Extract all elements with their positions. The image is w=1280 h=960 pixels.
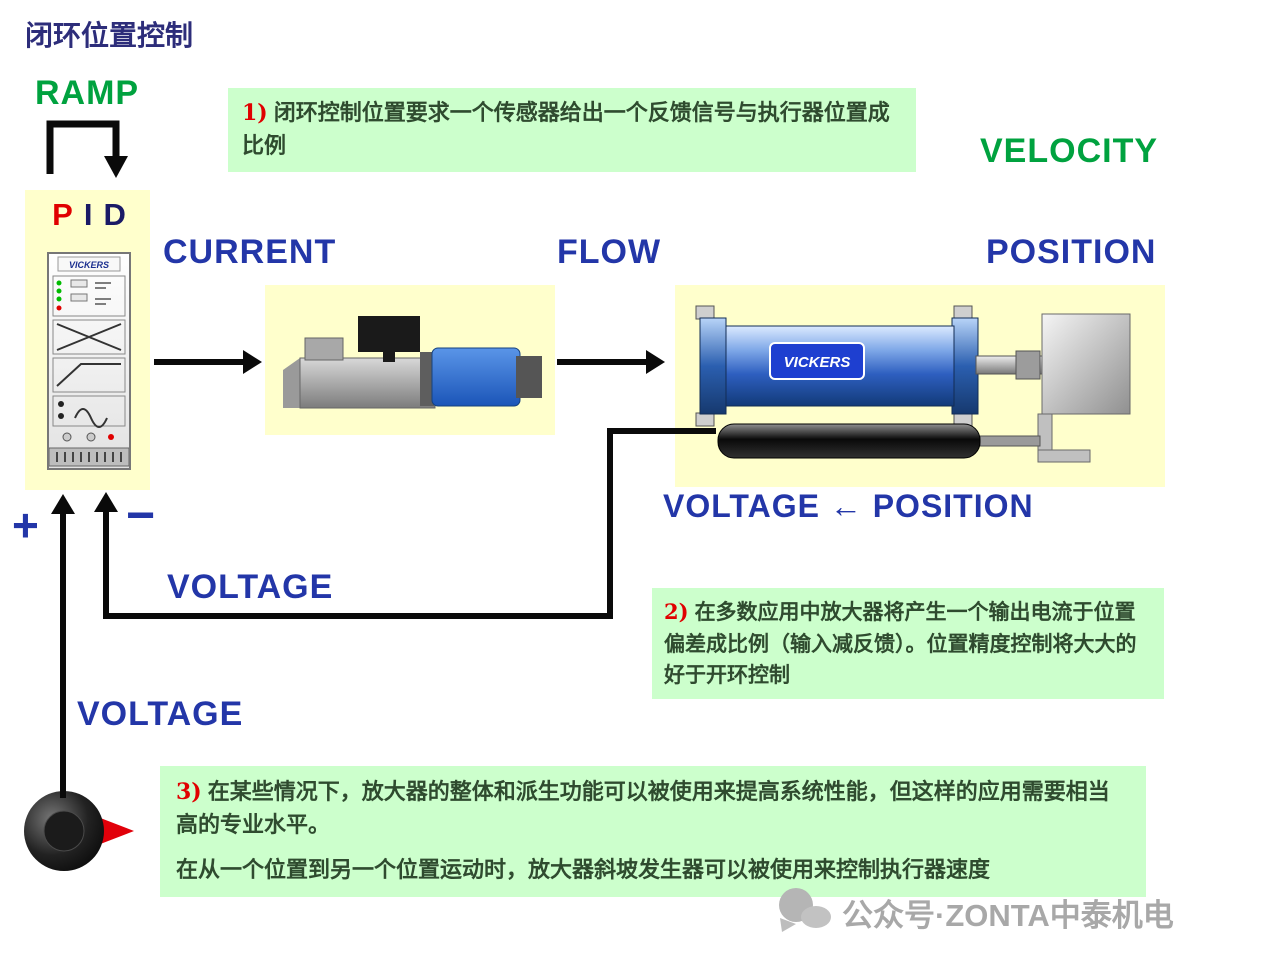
note-3-number: 3) bbox=[176, 779, 202, 805]
pid-letter-d: D bbox=[103, 197, 128, 232]
connector-strip-icon bbox=[48, 447, 130, 467]
valve-box bbox=[265, 285, 555, 435]
current-arrow bbox=[154, 350, 262, 374]
watermark-logo bbox=[779, 888, 831, 932]
ramp-label: RAMP bbox=[35, 74, 140, 112]
amplifier-brand: VICKERS bbox=[69, 260, 109, 270]
velocity-label: VELOCITY bbox=[980, 132, 1159, 170]
amplifier-brand-plate bbox=[57, 256, 121, 272]
plus-sign: + bbox=[12, 499, 40, 551]
flow-arrow bbox=[557, 350, 665, 374]
note-2: 2)在多数应用中放大器将产生一个输出电流于位置偏差成比例（输入减反馈）。位置精度… bbox=[652, 588, 1164, 699]
position-label: POSITION bbox=[986, 233, 1157, 271]
ramp-arrow-icon bbox=[46, 120, 128, 178]
note-2-number: 2) bbox=[664, 599, 689, 624]
note-3-text: 在某些情况下，放大器的整体和派生功能可以被使用来提高系统性能，但这样的应用需要相… bbox=[176, 779, 1110, 838]
voltage-feedback-label: VOLTAGE bbox=[167, 568, 334, 606]
ramp-curve-icon bbox=[52, 357, 126, 393]
pid-letter-i: I bbox=[83, 197, 95, 232]
amplifier-panel: VICKERS bbox=[47, 252, 131, 470]
page-title: 闭环位置控制 bbox=[25, 20, 194, 51]
pid-letter-p: P bbox=[52, 197, 75, 232]
amplifier-panel-graphic: VICKERS bbox=[48, 256, 130, 467]
voltage-command-label: VOLTAGE bbox=[77, 695, 244, 733]
flow-label: FLOW bbox=[557, 233, 662, 271]
note-1-number: 1) bbox=[242, 100, 268, 126]
note-3-paragraph-1: 3)在某些情况下，放大器的整体和派生功能可以被使用来提高系统性能，但这样的应用需… bbox=[176, 776, 1130, 842]
led-section-icon bbox=[52, 275, 126, 317]
adjust-knobs-icon bbox=[62, 432, 114, 442]
note-3: 3)在某些情况下，放大器的整体和派生功能可以被使用来提高系统性能，但这样的应用需… bbox=[160, 766, 1146, 897]
note-3-paragraph-2: 在从一个位置到另一个位置运动时，放大器斜坡发生器可以被使用来控制执行器速度 bbox=[176, 857, 991, 883]
potentiometer-knob[interactable] bbox=[24, 791, 134, 871]
note-2-text: 在多数应用中放大器将产生一个输出电流于位置偏差成比例（输入减反馈）。位置精度控制… bbox=[664, 599, 1137, 687]
cylinder-box bbox=[675, 285, 1165, 487]
note-1: 1)闭环控制位置要求一个传感器给出一个反馈信号与执行器位置成比例 bbox=[228, 88, 916, 172]
waveform-icon bbox=[52, 395, 126, 428]
minus-sign: − bbox=[126, 487, 157, 543]
watermark-text: 公众号·ZONTA中泰机电 bbox=[842, 898, 1174, 933]
note-1-text: 闭环控制位置要求一个传感器给出一个反馈信号与执行器位置成比例 bbox=[242, 100, 890, 159]
current-label: CURRENT bbox=[163, 233, 337, 271]
command-wire bbox=[51, 494, 75, 798]
gain-curve-icon bbox=[52, 319, 126, 355]
voltage-position-label: VOLTAGE ← POSITION bbox=[663, 488, 1034, 524]
